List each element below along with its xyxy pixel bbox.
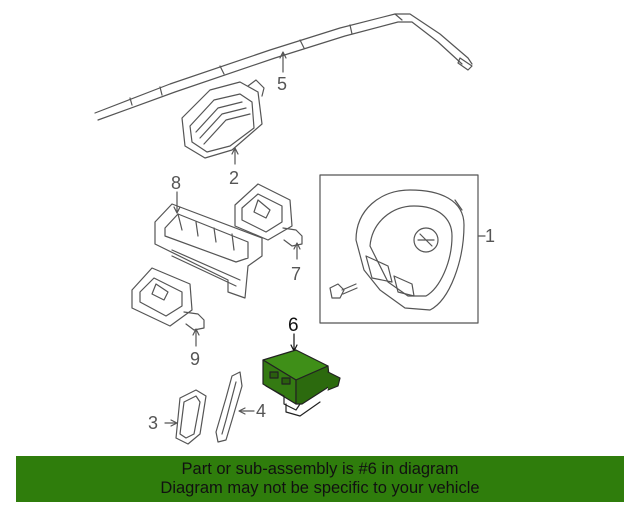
knee-airbag-part-8[interactable] (154, 203, 263, 299)
callout-arrow-3 (170, 419, 178, 427)
callout-label-5: 5 (277, 74, 287, 94)
parts-diagram: 1 2 3 4 5 6 7 8 9 (94, 13, 495, 445)
trim-cover-part-3[interactable] (175, 389, 207, 445)
info-banner: Part or sub-assembly is #6 in diagram Di… (16, 456, 624, 502)
passenger-airbag-part-2[interactable] (181, 79, 265, 159)
airbag-control-unit-part-6[interactable] (262, 349, 341, 417)
curtain-airbag-part-5[interactable] (94, 13, 473, 121)
driver-airbag-part-1[interactable] (355, 189, 465, 311)
driver-airbag-bolt[interactable] (329, 283, 358, 299)
side-sensor-part-7[interactable] (234, 183, 303, 247)
callout-label-2: 2 (229, 168, 239, 188)
callout-label-7: 7 (291, 264, 301, 284)
callout-arrow-5 (279, 51, 287, 59)
callout-arrow-7 (293, 242, 301, 250)
callout-arrow-9 (192, 328, 200, 336)
callout-arrow-2 (231, 147, 239, 155)
callout-label-6: 6 (288, 315, 299, 336)
callout-label-9: 9 (190, 349, 200, 369)
banner-line-2: Diagram may not be specific to your vehi… (160, 479, 480, 497)
callout-arrow-8 (173, 206, 181, 214)
wire-bracket-part-4[interactable] (215, 371, 243, 443)
side-sensor-part-9[interactable] (131, 267, 205, 331)
callout-label-4: 4 (256, 401, 266, 421)
callout-label-1: 1 (485, 226, 495, 246)
driver-airbag-box (319, 174, 479, 324)
banner-line-1: Part or sub-assembly is #6 in diagram (181, 460, 459, 478)
callout-label-3: 3 (148, 413, 158, 433)
callout-label-8: 8 (171, 173, 181, 193)
callout-arrow-4 (238, 407, 246, 415)
